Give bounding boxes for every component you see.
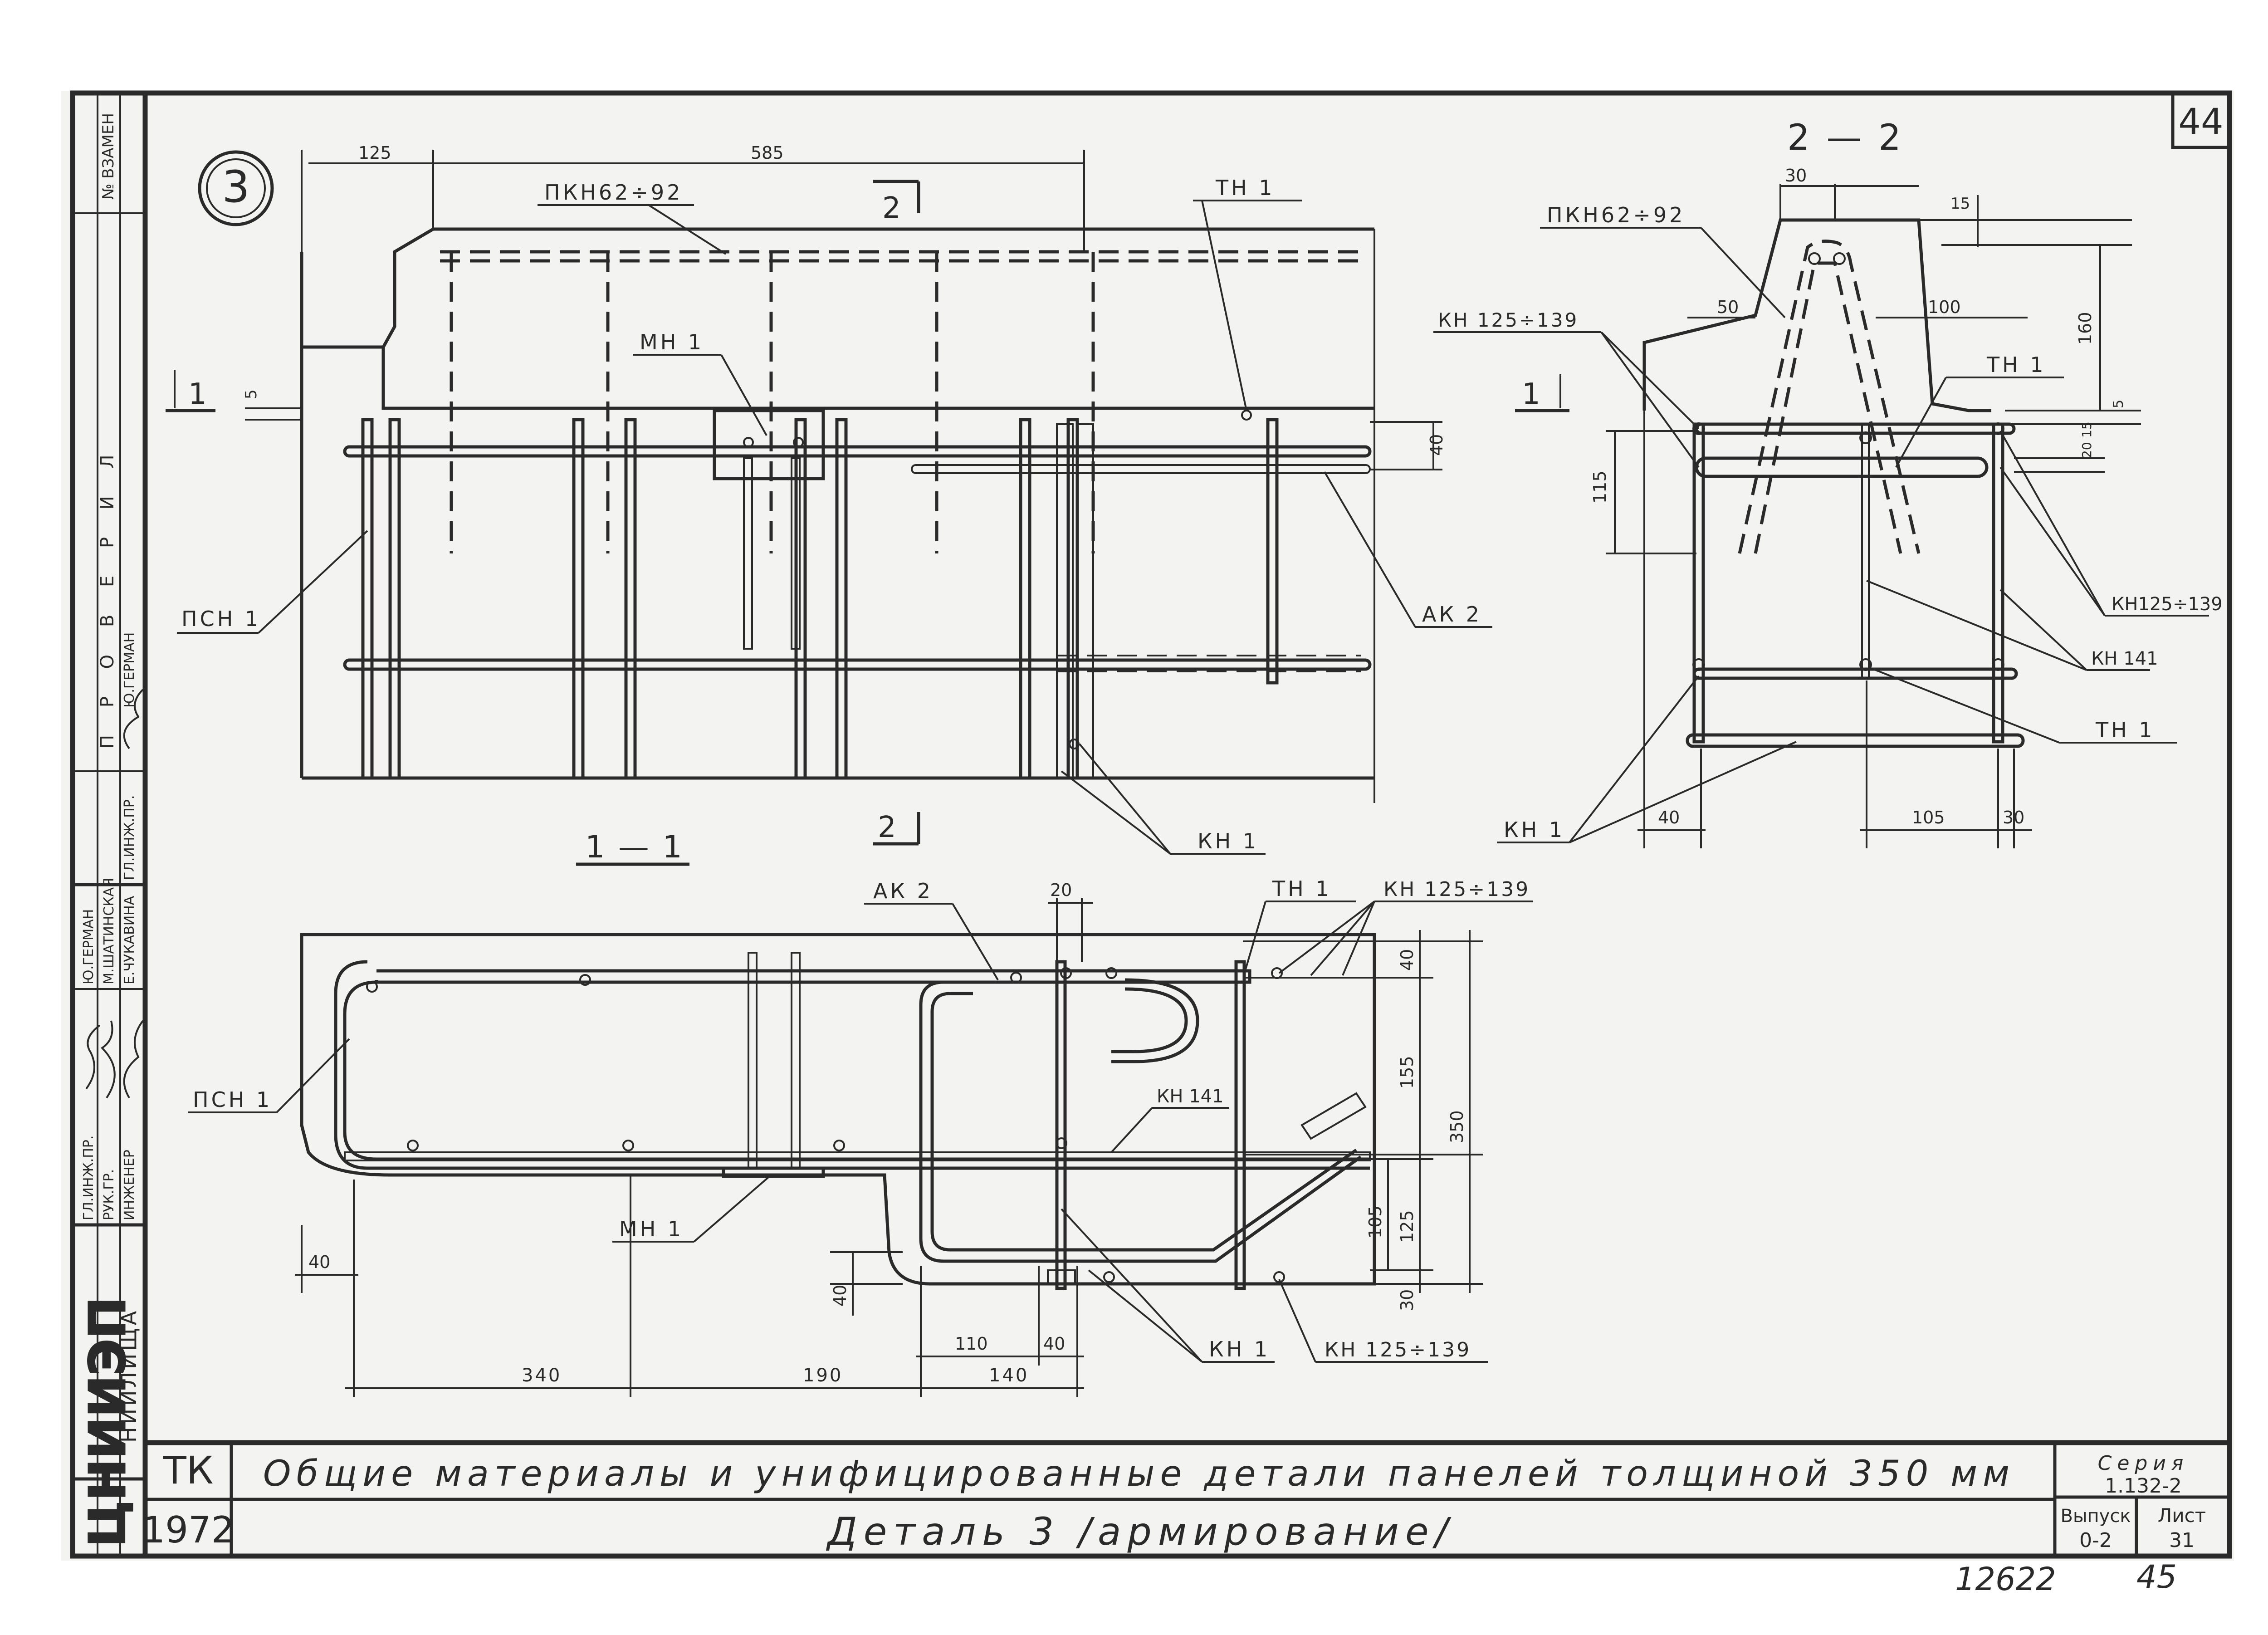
handwritten-left: 12622 — [1955, 1561, 2056, 1598]
issue-label: Выпуск — [2061, 1506, 2131, 1527]
signature-1 — [85, 1024, 101, 1090]
checker-role-1: ГЛ.ИНЖ.ПР. — [122, 795, 137, 880]
org-name: НИИЛИЩА — [117, 1308, 141, 1443]
plan-view: 40 155 350 105 125 30 40 40 110 40 340 1… — [188, 876, 1533, 1397]
cut-2-bottom: 2 — [878, 811, 896, 844]
sheet-number-box — [2171, 91, 2231, 149]
signature-4 — [123, 689, 144, 749]
dim-p-125: 125 — [1397, 1210, 1417, 1243]
dim-p-105: 105 — [1365, 1205, 1385, 1238]
label-mn1-view1: МН 1 — [640, 330, 704, 354]
dim-p-40-left: 40 — [308, 1252, 330, 1272]
label-ak2-plan: АК 2 — [873, 879, 933, 903]
series-label: Серия — [2098, 1452, 2189, 1475]
dim-2-160: 160 — [2075, 312, 2095, 345]
title-main: Общие материалы и унифицированные детали… — [263, 1454, 2014, 1494]
label-kn125-right: КН125÷139 — [2112, 594, 2223, 615]
name-1: Ю.ГЕРМАН — [81, 909, 97, 984]
handwritten-right: 45 — [2136, 1558, 2177, 1596]
dim-2-105: 105 — [1912, 808, 1945, 827]
label-psn1-view1: ПСН 1 — [181, 607, 261, 631]
title-subtitle: Деталь 3 /армирование/ — [826, 1509, 1454, 1554]
dim-2-5: 5 — [2111, 400, 2126, 408]
role-3: ИНЖЕНЕР — [122, 1150, 137, 1220]
dim-p-40-vert: 40 — [830, 1285, 850, 1307]
dim-p-40-top: 40 — [1397, 949, 1417, 971]
signature-3 — [123, 1020, 144, 1099]
label-kn125-left: КН 125÷139 — [1438, 309, 1579, 331]
outer-frame — [70, 90, 2232, 1559]
dim-p-30: 30 — [1397, 1289, 1417, 1311]
view-2-2: 2 — 2 1 30 15 50 — [1433, 117, 2223, 848]
dim-2-30-top: 30 — [1785, 166, 1807, 186]
mn1-plate — [713, 409, 825, 480]
label-th1-bottom-view2: ТН 1 — [2095, 718, 2155, 742]
role-1: ГЛ.ИНЖ.ПР. — [81, 1136, 97, 1220]
logo-text: ЦНИИЭП — [78, 1297, 137, 1547]
dim-2-40: 40 — [1658, 808, 1680, 827]
cut-2-top: 2 — [882, 191, 901, 225]
signature-2 — [100, 1020, 116, 1099]
dim-2-15: 15 — [1950, 195, 1970, 213]
dim-2-50: 50 — [1717, 297, 1739, 317]
series-value: 1.132-2 — [2105, 1474, 2182, 1498]
dim-2-30-bottom: 30 — [2003, 808, 2024, 827]
dim-125: 125 — [358, 143, 391, 163]
dim-585: 585 — [751, 143, 784, 163]
cut-1-left: 1 — [188, 377, 207, 411]
label-th1-plan: ТН 1 — [1272, 876, 1332, 901]
dim-p-350: 350 — [1447, 1110, 1467, 1143]
title-year: 1972 — [142, 1509, 235, 1551]
dim-p-40-mid: 40 — [1043, 1334, 1065, 1354]
replace-header: № ВЗАМЕН — [99, 113, 117, 200]
checker-name-1: Ю.ГЕРМАН — [122, 632, 137, 708]
label-kn125-top: КН 125÷139 — [1383, 878, 1530, 901]
sheet-value: 31 — [2169, 1529, 2195, 1552]
dim-2-115: 115 — [1590, 470, 1610, 504]
label-th1-top-view2: ТН 1 — [1986, 352, 2046, 377]
dim-p-190: 190 — [803, 1365, 843, 1386]
dim-2-20: 20 — [2079, 442, 2094, 458]
label-pkn: ПКН62÷92 — [544, 180, 683, 205]
label-mn1-plan: МН 1 — [619, 1217, 684, 1241]
label-kn141: КН 141 — [2091, 648, 2158, 669]
label-ak2-view1: АК 2 — [1422, 602, 1482, 627]
dim-2-100: 100 — [1928, 297, 1961, 317]
dim-2-15b: 15 — [2079, 421, 2094, 438]
section-label-2-2: 2 — 2 — [1787, 117, 1904, 158]
dim-40: 40 — [1427, 434, 1447, 456]
title-code: ТК — [163, 1448, 214, 1493]
dim-p-155: 155 — [1397, 1056, 1417, 1089]
issue-value: 0-2 — [2079, 1529, 2112, 1552]
name-2: М.ШАТИНСКАЯ — [101, 878, 117, 984]
name-3: Е.ЧУКАВИНА — [122, 896, 137, 984]
role-2: РУК.ГР. — [101, 1169, 117, 1220]
label-kn141-plan: КН 141 — [1157, 1086, 1224, 1107]
label-kn1-view1: КН 1 — [1198, 829, 1259, 853]
label-psn1-plan: ПСН 1 — [193, 1087, 272, 1112]
dim-p-110: 110 — [955, 1334, 988, 1354]
sheet-label: Лист — [2158, 1504, 2206, 1527]
label-kn1-view2: КН 1 — [1504, 818, 1565, 842]
dim-p-340: 340 — [522, 1365, 562, 1386]
label-pkn-view2: ПКН62÷92 — [1547, 203, 1685, 227]
side-stamp: № ВЗАМЕН П Р О В Е Р И Л ГЛ.ИНЖ.ПР. РУК.… — [73, 93, 145, 1556]
dim-p-140: 140 — [989, 1365, 1029, 1386]
label-kn1-plan: КН 1 — [1209, 1337, 1270, 1361]
dim-p-20: 20 — [1050, 880, 1072, 900]
detail-number: 3 — [222, 162, 249, 212]
label-th1-view1: ТН 1 — [1215, 176, 1275, 200]
dim-5: 5 — [242, 389, 260, 399]
mn1-plate-plan — [722, 1166, 825, 1178]
sheet-number: 44 — [2178, 102, 2223, 142]
title-block: ТК 1972 Общие материалы и унифицированны… — [142, 1440, 2229, 1556]
checked-header: П Р О В Е Р И Л — [97, 444, 118, 749]
label-kn125-bottom: КН 125÷139 — [1325, 1338, 1471, 1361]
view-1-1: 3 — [166, 143, 1492, 866]
section-label-1-1: 1 — 1 — [585, 829, 684, 865]
detail-circle — [198, 150, 274, 226]
cut-1-right: 1 — [1522, 377, 1540, 411]
